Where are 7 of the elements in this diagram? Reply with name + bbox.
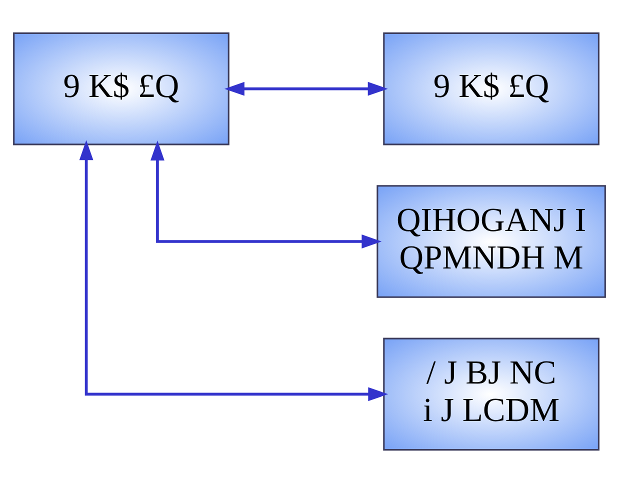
node-box: QIHOGANJ I QPMNDH M <box>376 184 606 298</box>
node-box: / J BJ NC i J LCDM <box>383 337 600 450</box>
node-box: 9 K$ £Q <box>383 32 600 145</box>
node-box: 9 K$ £Q <box>13 32 230 145</box>
arrow <box>224 81 388 96</box>
arrow <box>79 140 388 401</box>
arrow <box>150 140 382 248</box>
